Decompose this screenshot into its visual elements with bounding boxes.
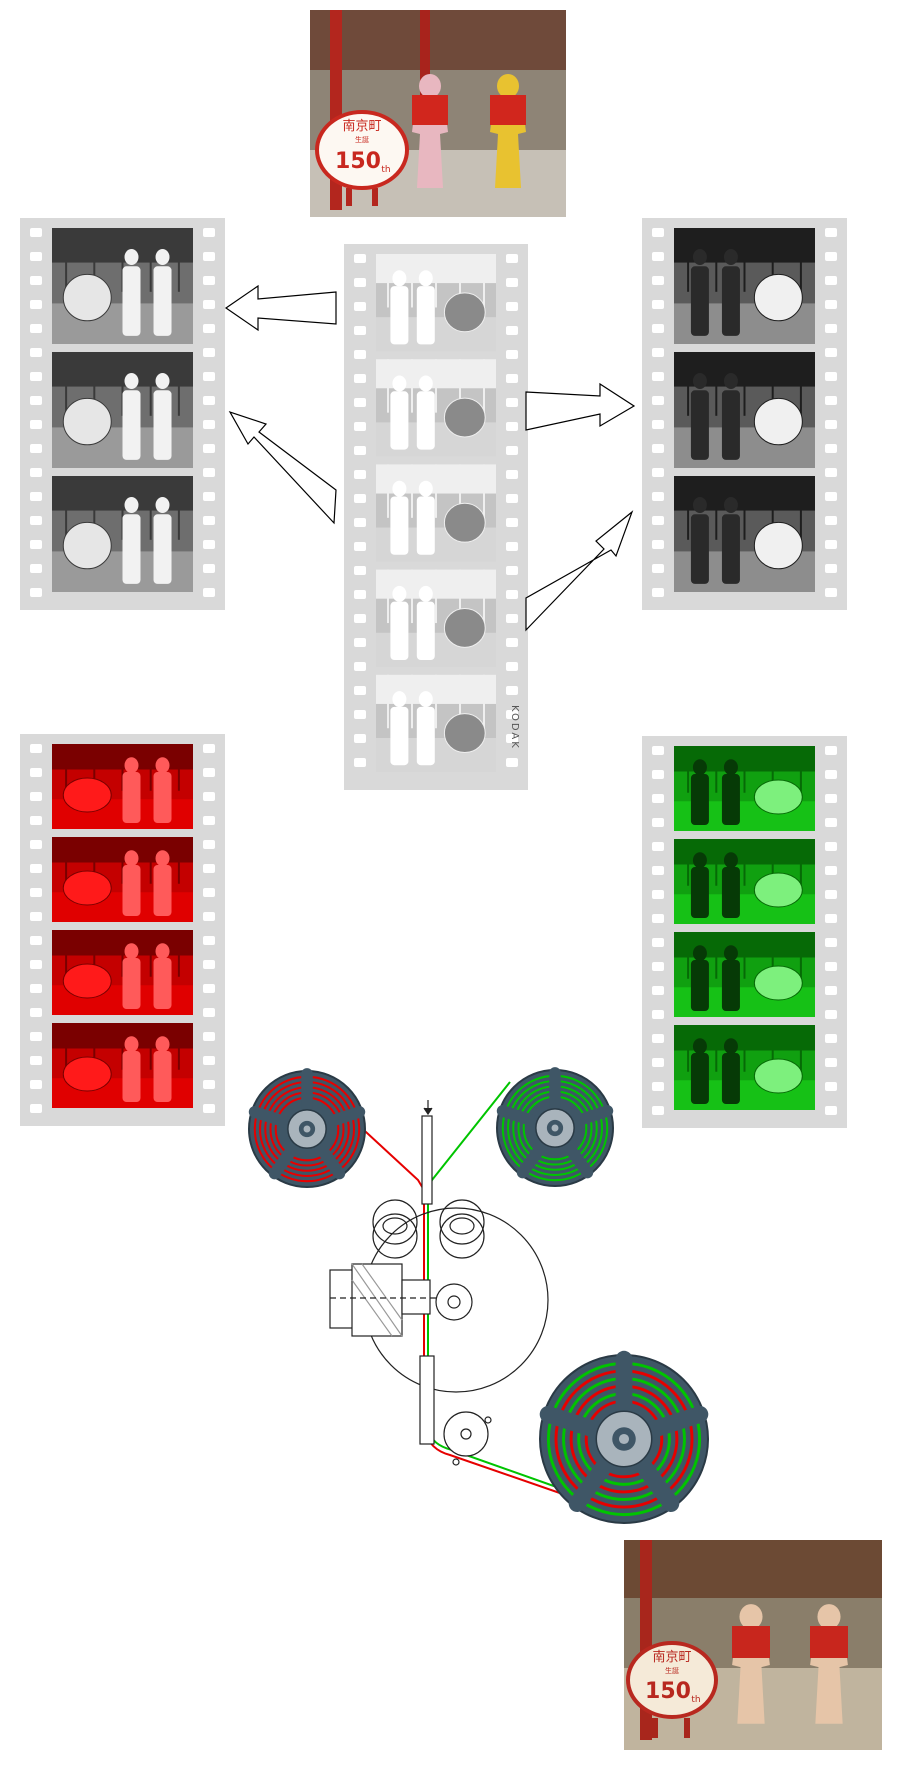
result-photo-bottom: 南京町 生誕 150 th — [624, 1540, 882, 1750]
photo-top-sign-number: 150 — [335, 149, 381, 174]
gray-separation-strip-right-frame — [674, 228, 815, 344]
negative-edge-mark: KODAK — [509, 705, 520, 750]
arrows — [224, 284, 636, 632]
photo-top-sign-line2: 生誕 — [355, 135, 369, 144]
green-matrix-strip-right-frame — [674, 932, 815, 1017]
source-photo-top: 南京町 生誕 150 th — [310, 10, 566, 217]
idler-roller-left-1 — [372, 1199, 418, 1245]
printer-mechanism — [329, 1100, 549, 1466]
green-matrix-reel — [496, 1067, 614, 1187]
photo-bottom-sign-suffix: th — [691, 1695, 700, 1705]
photo-top-sign-suffix: th — [381, 165, 390, 175]
idler-roller-right-1 — [439, 1199, 485, 1245]
camera-negative-strip-frame — [376, 674, 496, 772]
gray-separation-strip-left-frame — [52, 476, 193, 592]
arrow-to-top-left-strip — [224, 284, 337, 332]
green-matrix-strip-right-frame — [674, 839, 815, 924]
green-matrix-strip-right — [642, 736, 847, 1128]
idler-roller-left-2 — [372, 1213, 418, 1259]
red-matrix-strip-left-frame — [52, 1023, 193, 1108]
photo-top-sign: 南京町 生誕 150 th — [315, 110, 409, 206]
gray-separation-strip-right-frame — [674, 352, 815, 468]
red-matrix-strip-left — [20, 734, 225, 1126]
take-up-reel-combined — [539, 1350, 709, 1524]
green-matrix-strip-right-frame — [674, 1025, 815, 1110]
film-channel — [419, 1355, 435, 1445]
gray-separation-strip-left-frame — [52, 352, 193, 468]
red-matrix-strip-left-frame — [52, 744, 193, 829]
red-matrix-strip-left-frame — [52, 930, 193, 1015]
arrow-to-mid-right-strip — [525, 510, 634, 632]
arrow-to-mid-left-strip — [228, 410, 337, 525]
idler-roller-right-2 — [439, 1213, 485, 1259]
photo-bottom-sign-number: 150 — [645, 1679, 691, 1704]
gray-separation-strip-left — [20, 218, 225, 610]
gray-separation-strip-left-frame — [52, 228, 193, 344]
green-matrix-strip-right-frame — [674, 746, 815, 831]
red-matrix-reel — [248, 1068, 366, 1188]
camera-negative-strip-frame — [376, 464, 496, 562]
light-guide — [421, 1115, 433, 1205]
camera-negative-strip-frame — [376, 569, 496, 667]
photo-bottom-sign-line1: 南京町 — [652, 1649, 691, 1665]
camera-negative-strip-frame — [376, 254, 496, 352]
photo-top-sign-line1: 南京町 — [342, 118, 381, 134]
red-matrix-strip-left-frame — [52, 837, 193, 922]
gray-separation-strip-right — [642, 218, 847, 610]
camera-negative-strip — [344, 244, 528, 790]
arrow-to-top-right-strip — [525, 382, 636, 431]
photo-bottom-sign-line2: 生誕 — [665, 1666, 679, 1675]
photo-bottom-sign: 南京町 生誕 150 th — [626, 1641, 718, 1738]
gray-separation-strip-right-frame — [674, 476, 815, 592]
camera-negative-strip-frame — [376, 359, 496, 457]
